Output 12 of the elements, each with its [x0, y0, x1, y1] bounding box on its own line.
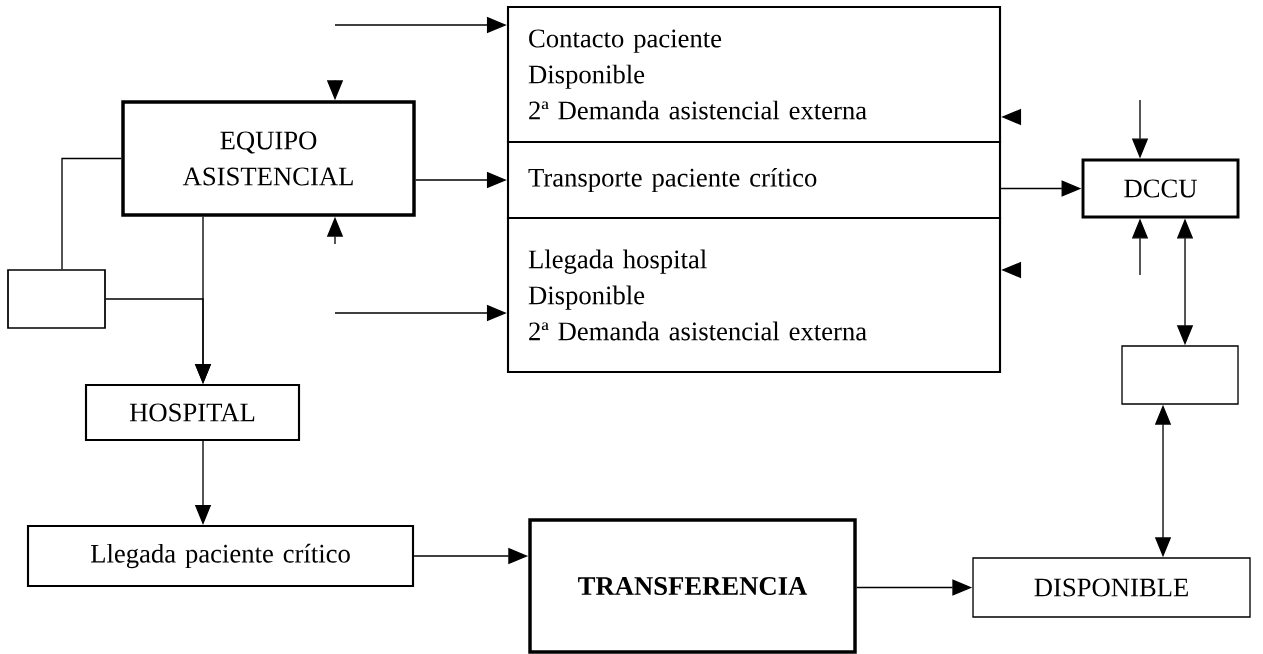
connector-line: [61, 157, 122, 270]
process-box: Contacto paciente Disponible 2ª Demanda asistencial externa: [506, 5, 1002, 144]
empty-box: [7, 269, 106, 329]
process-box: Llegada paciente crítico: [26, 524, 415, 588]
process-box: Llegada hospital Disponible 2ª Demanda asistencial externa: [506, 216, 1002, 374]
process-box: HOSPITAL: [84, 383, 301, 442]
process-box: Transporte paciente crítico: [506, 140, 1002, 220]
process-box: DISPONIBLE: [972, 557, 1251, 618]
process-box: DCCU: [1081, 158, 1240, 219]
process-box: TRANSFERENCIA: [528, 518, 857, 654]
empty-box: [1121, 345, 1239, 405]
process-box: EQUIPO ASISTENCIAL: [121, 100, 416, 217]
